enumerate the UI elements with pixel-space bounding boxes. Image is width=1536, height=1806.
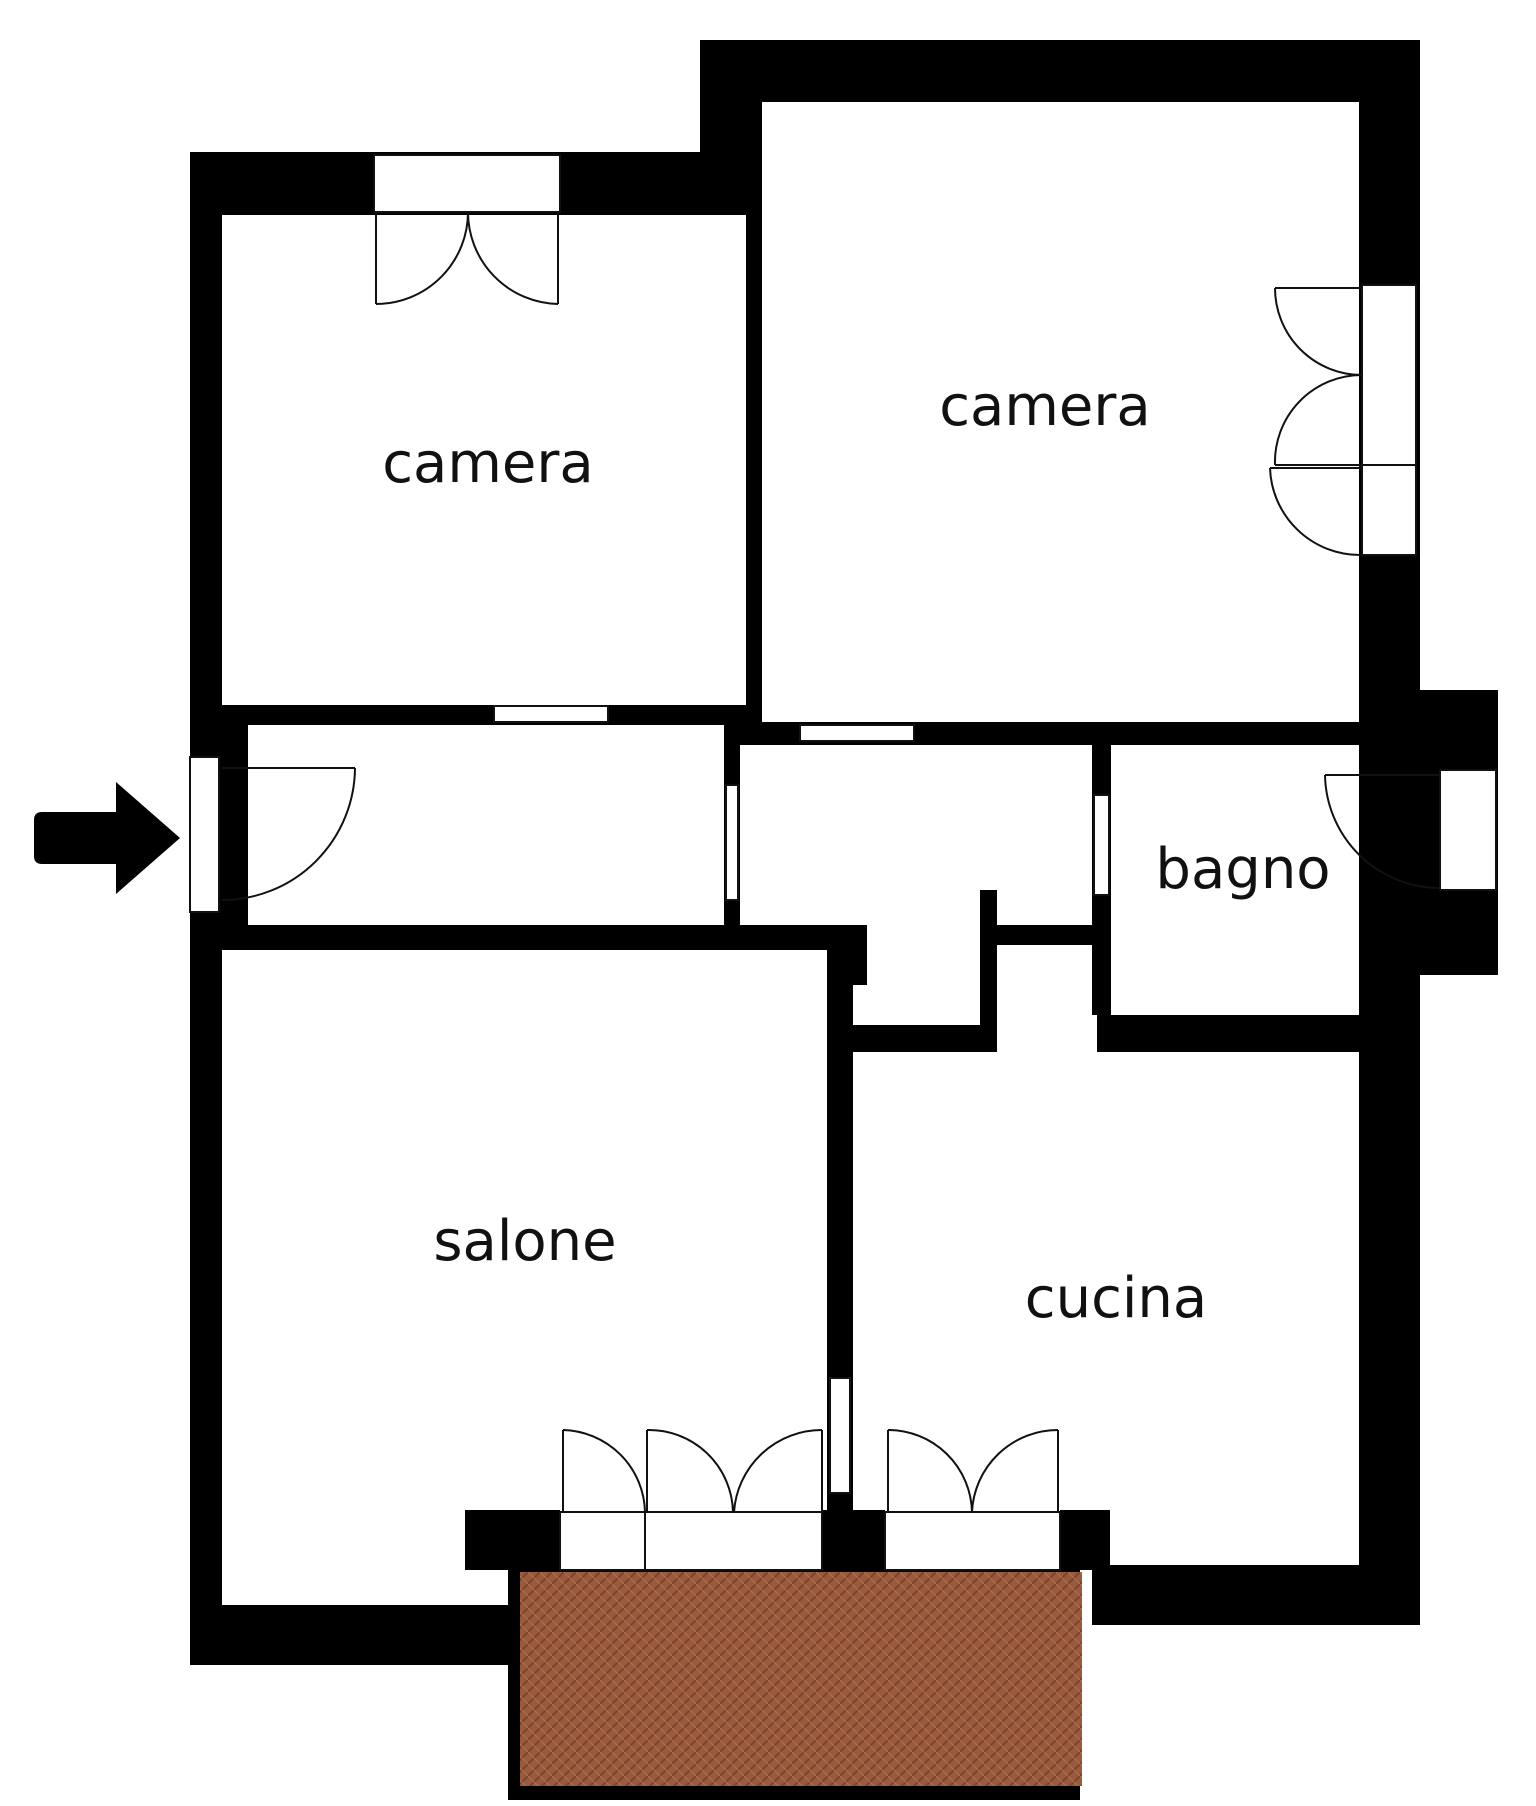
room-label-bagno: bagno <box>1155 837 1330 902</box>
door-frame-cucina-balcony <box>884 1511 1061 1571</box>
door-arc <box>562 1429 646 1513</box>
wall-balcony-mid <box>822 1510 885 1570</box>
door-frame-entrance <box>189 756 220 913</box>
room-label-cucina: cucina <box>1025 1266 1207 1331</box>
door-arc <box>1273 374 1363 466</box>
corridor-floor <box>740 745 1092 925</box>
doorway-hall-corridor <box>725 784 739 901</box>
door-arc <box>1324 774 1441 889</box>
terrace-floor <box>520 1572 1082 1786</box>
door-swings <box>221 211 1441 1513</box>
wall-corridor-post <box>980 890 997 1052</box>
doorway-bagno <box>1093 794 1110 896</box>
door-arc <box>887 1429 973 1513</box>
wall-balcony-right <box>1060 1510 1110 1570</box>
camera-right-floor <box>762 102 1359 722</box>
doorway-camera-left <box>493 705 609 723</box>
room-label-camera-right: camera <box>939 374 1150 439</box>
window-frame-camera-left <box>373 154 561 213</box>
wall-balcony-jamb <box>465 1510 560 1570</box>
door-arc <box>733 1428 823 1513</box>
wall-hall-notch <box>222 725 248 750</box>
wall-salone-cucina <box>827 950 853 1605</box>
doorway-camera-right <box>799 724 915 742</box>
wall-hall-salone-left <box>222 928 340 950</box>
openings <box>189 154 1497 1571</box>
entrance-arrow-icon <box>34 782 180 894</box>
wall-bagno-bottom <box>1111 1015 1359 1052</box>
bagno-floor <box>1111 745 1359 1015</box>
wall-corridor-ledge <box>997 925 1092 945</box>
floor-areas <box>222 102 1359 1605</box>
room-label-salone: salone <box>433 1209 616 1274</box>
wall-salone-bottom-left <box>222 1605 465 1665</box>
door-arc <box>375 211 469 305</box>
wall-camera-hall <box>222 705 746 725</box>
interior-walls <box>222 205 1359 1665</box>
salone-floor <box>222 950 827 1605</box>
camera-left-floor <box>222 215 746 705</box>
door-arc <box>971 1428 1059 1513</box>
door-arc <box>1269 467 1361 556</box>
door-arc <box>1274 287 1363 376</box>
wall-hall-salone-right <box>535 928 827 950</box>
wall-corridor-low <box>853 1025 997 1052</box>
door-arc <box>467 211 559 305</box>
wall-camera-separation <box>746 205 762 725</box>
door-frame-salone-balcony-split <box>559 1511 646 1571</box>
corridor-low-floor <box>850 925 985 1025</box>
cucina-floor <box>853 1052 1359 1565</box>
window-frame-camera-right-lower <box>1361 464 1417 556</box>
passage-floor <box>997 945 1097 1055</box>
door-arc <box>646 1428 734 1513</box>
doorway-salone-cucina <box>829 1377 851 1494</box>
door-arc <box>221 767 356 901</box>
room-label-camera-left: camera <box>382 431 593 496</box>
hall-floor <box>248 725 724 925</box>
window-frame-camera-right-upper <box>1361 284 1417 466</box>
window-frame-bagno <box>1439 769 1497 891</box>
wall-corridor-step <box>827 925 867 985</box>
